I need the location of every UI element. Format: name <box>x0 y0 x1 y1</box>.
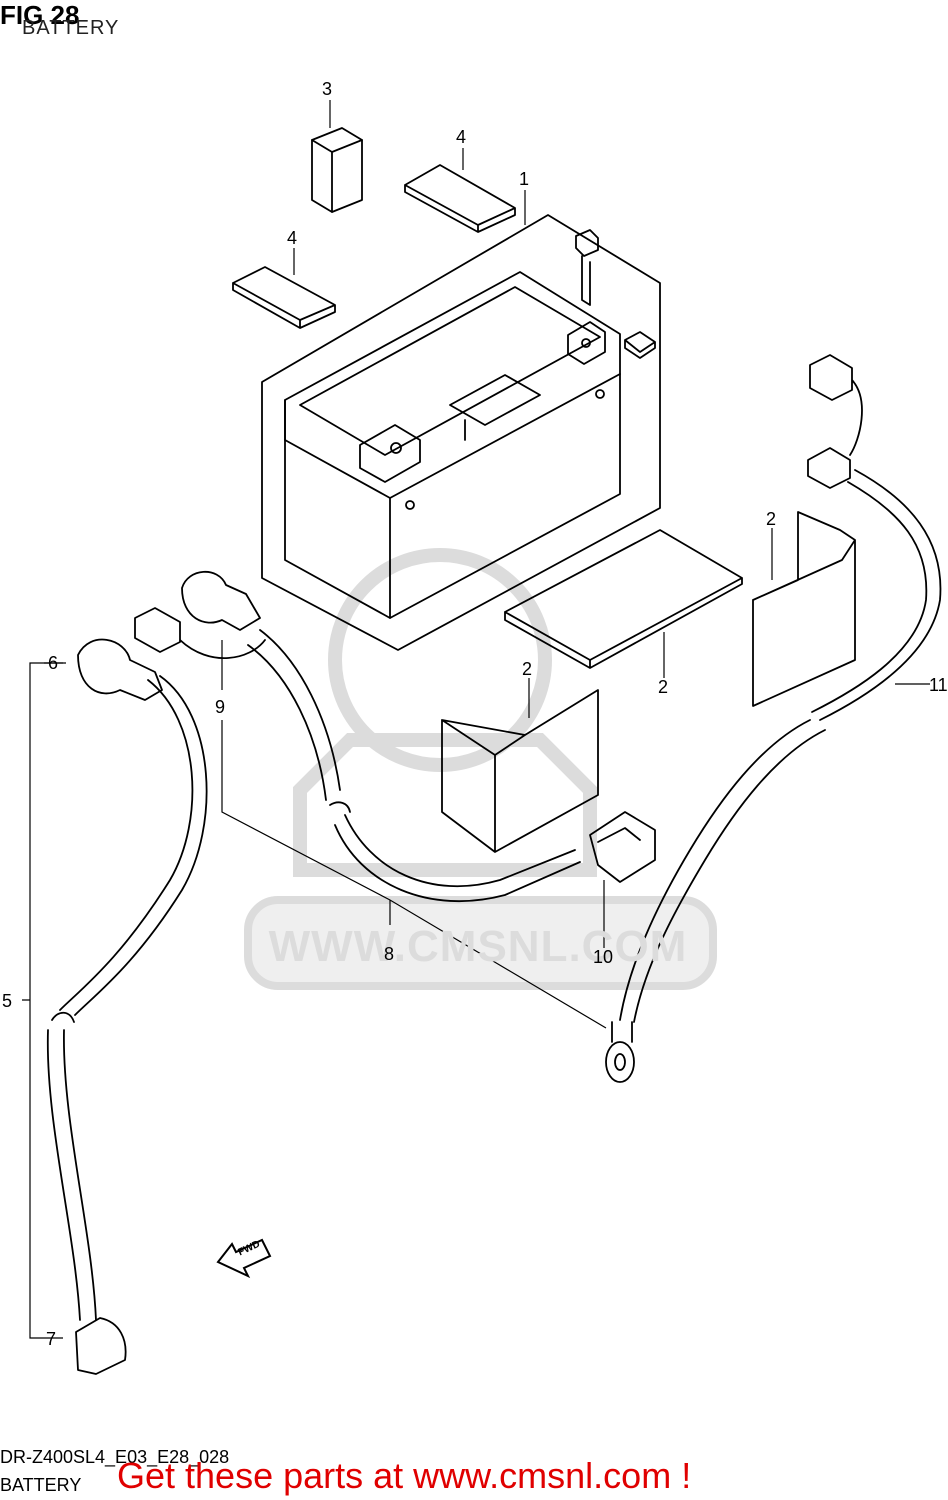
part-2-bent-front <box>441 689 599 853</box>
callout-2-right: 2 <box>766 509 777 529</box>
callout-4-lower: 4 <box>287 228 298 248</box>
cable-11 <box>605 354 942 1083</box>
part-6-cover <box>77 638 163 701</box>
callout-2-front: 2 <box>522 659 533 679</box>
fwd-arrow-icon <box>216 1238 272 1279</box>
callout-2-sheet: 2 <box>658 677 669 697</box>
connector-left <box>134 607 266 660</box>
nut <box>624 331 656 359</box>
part-9-cover <box>181 570 261 631</box>
part-4-pad-lower <box>232 266 336 329</box>
callout-4-upper: 4 <box>456 127 467 147</box>
part-4-pad-upper <box>404 164 516 233</box>
battery-frame <box>261 214 661 651</box>
callout-10: 10 <box>593 947 614 967</box>
callout-6: 6 <box>48 653 59 673</box>
figure-number: FIG 28 <box>0 0 80 30</box>
callout-9: 9 <box>215 697 226 717</box>
figure-subtitle: BATTERY <box>22 17 120 39</box>
callout-3: 3 <box>322 79 333 99</box>
model-code: DR-Z400SL4_E03_E28_028 <box>0 1447 230 1467</box>
bolt <box>575 229 599 306</box>
callout-7: 7 <box>46 1329 57 1349</box>
part-10-cover <box>589 811 656 883</box>
promo-link[interactable]: Get these parts at www.cmsnl.com ! <box>117 1455 692 1496</box>
callout-11: 11 <box>929 675 948 695</box>
part-2-sheet <box>504 529 743 669</box>
callout-8: 8 <box>384 944 395 964</box>
leader-lines <box>22 100 930 1339</box>
battery <box>284 271 621 619</box>
watermark-url: WWW.CMSNL.COM <box>268 922 688 971</box>
watermark-logo <box>244 548 717 990</box>
cable-5 <box>46 675 208 1321</box>
footer-subtitle: BATTERY <box>0 1475 82 1495</box>
part-3-block <box>311 127 363 213</box>
cable-8 <box>247 629 581 903</box>
part-2-bent-right <box>752 511 856 707</box>
callout-1: 1 <box>519 169 530 189</box>
part-7-cover <box>75 1317 127 1375</box>
callout-5: 5 <box>2 991 13 1011</box>
